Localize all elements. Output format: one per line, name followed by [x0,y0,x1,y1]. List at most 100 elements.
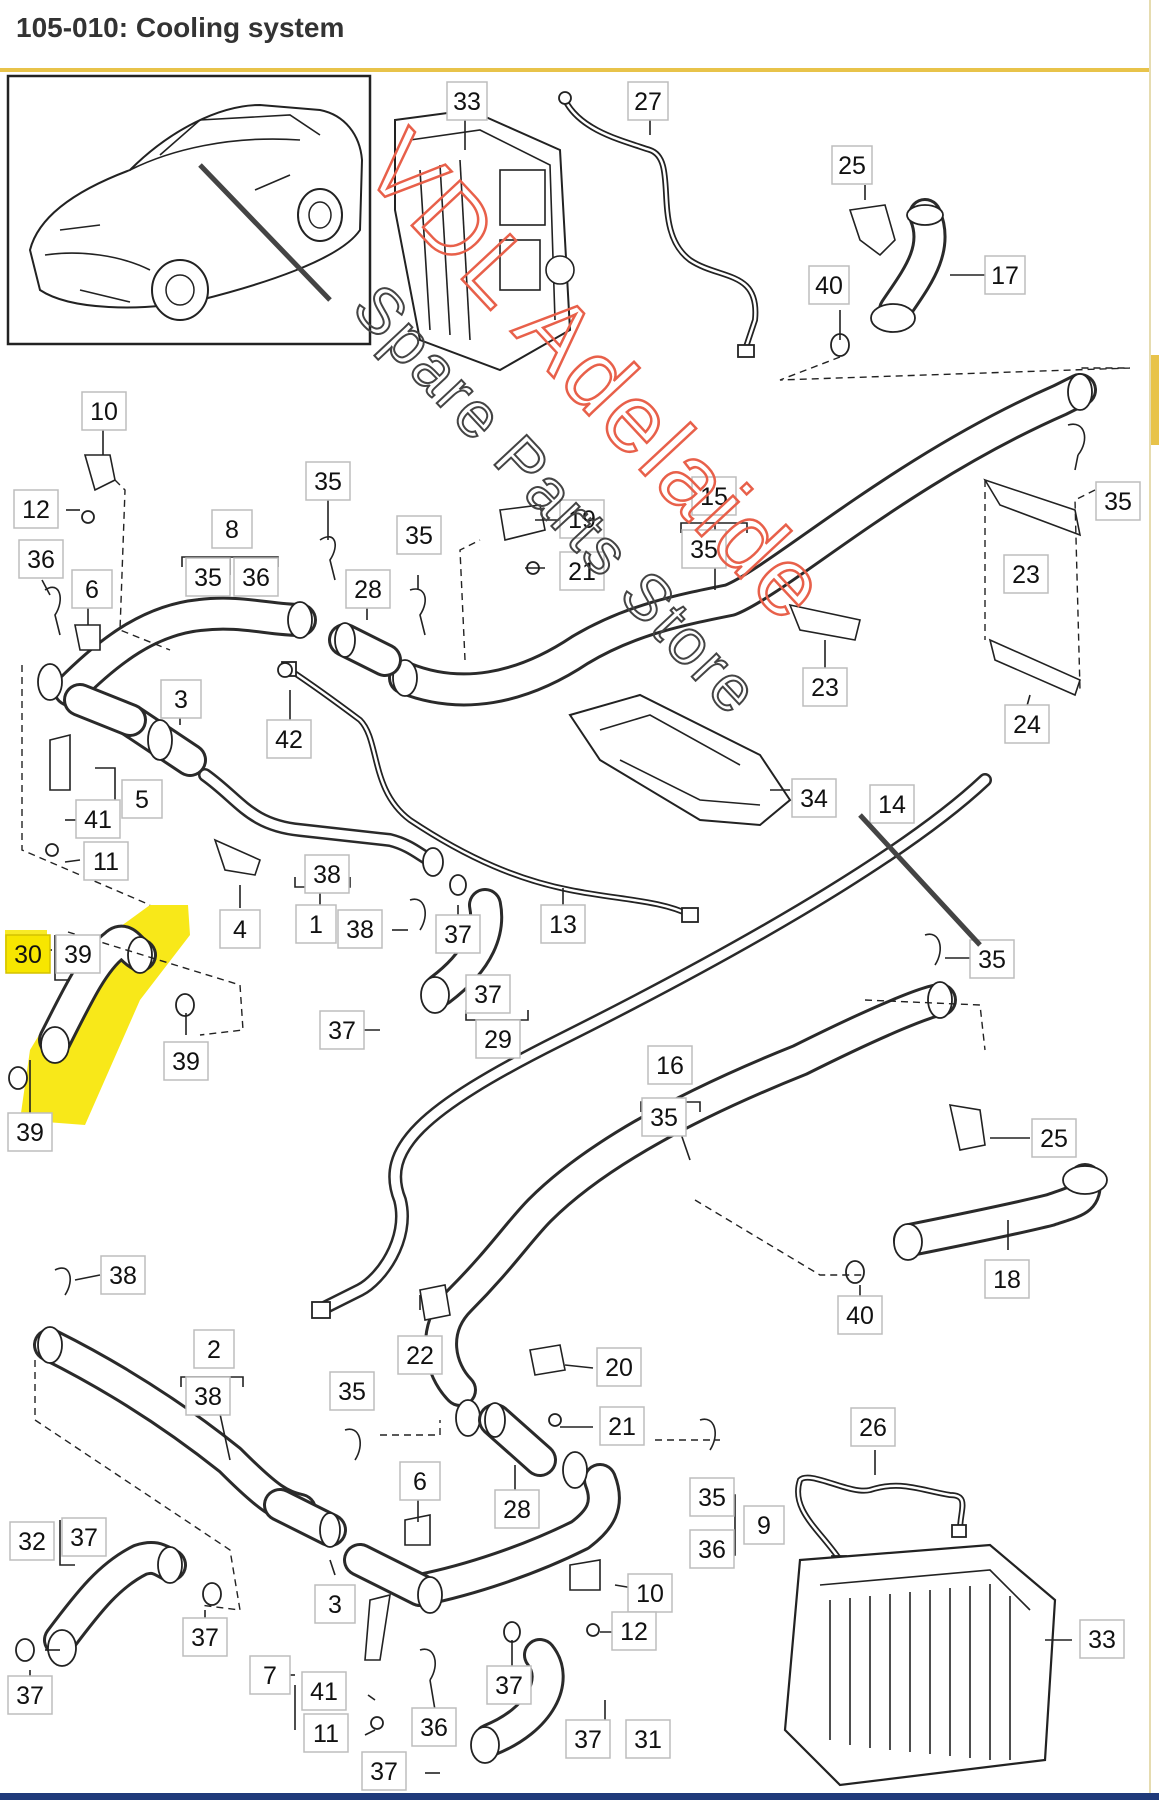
bottom-bar [0,1793,1159,1800]
callout-2-label: 2 [207,1336,221,1364]
callout-35d[interactable]: 35 [681,529,727,569]
callout-28b-label: 28 [503,1496,531,1524]
right-scroll-track[interactable] [1149,0,1151,1800]
callout-42[interactable]: 42 [266,719,312,759]
callout-28b[interactable]: 28 [494,1489,540,1529]
callout-34[interactable]: 34 [791,778,837,818]
callout-38a-label: 38 [313,861,341,889]
callout-2[interactable]: 2 [193,1329,235,1369]
callout-26[interactable]: 26 [850,1407,896,1447]
callout-19[interactable]: 19 [559,499,605,539]
callout-12b-label: 12 [620,1618,648,1646]
callout-37f[interactable]: 37 [486,1665,532,1705]
callout-35h[interactable]: 35 [329,1371,375,1411]
callout-37b[interactable]: 37 [465,974,511,1014]
callout-40b[interactable]: 40 [837,1295,883,1335]
callout-36a[interactable]: 36 [233,557,279,597]
callout-1[interactable]: 1 [295,904,337,944]
callout-37d[interactable]: 37 [61,1517,107,1557]
callout-39b[interactable]: 39 [163,1041,209,1081]
callout-32[interactable]: 32 [9,1521,55,1561]
callout-25a-label: 25 [838,152,866,180]
callout-9[interactable]: 9 [743,1505,785,1545]
callout-18[interactable]: 18 [984,1259,1030,1299]
callout-38c[interactable]: 38 [100,1255,146,1295]
callout-27[interactable]: 27 [627,81,669,121]
callout-3b[interactable]: 3 [314,1584,356,1624]
callout-38b[interactable]: 38 [337,909,383,949]
callout-37g-label: 37 [16,1682,44,1710]
callout-41a[interactable]: 41 [75,799,121,839]
callout-12a[interactable]: 12 [13,489,59,529]
callout-14-label: 14 [878,791,906,819]
callout-8[interactable]: 8 [211,509,253,549]
callout-37i[interactable]: 37 [361,1751,407,1791]
hose-31 [470,1621,565,1764]
callout-10a[interactable]: 10 [81,391,127,431]
callout-23a-label: 23 [1012,561,1040,589]
callout-23b-label: 23 [811,674,839,702]
callout-33a[interactable]: 33 [446,81,488,121]
callout-24[interactable]: 24 [1004,704,1050,744]
callout-25b[interactable]: 25 [1031,1118,1077,1158]
callout-33b[interactable]: 33 [1079,1619,1125,1659]
callout-36c[interactable]: 36 [689,1529,735,1569]
callout-35a[interactable]: 35 [305,461,351,501]
callout-40a[interactable]: 40 [808,265,850,305]
callout-11a[interactable]: 11 [83,841,129,881]
callout-35b[interactable]: 35 [185,557,231,597]
scroll-thumb[interactable] [1151,355,1159,445]
callout-35i[interactable]: 35 [689,1477,735,1517]
callout-13[interactable]: 13 [540,904,586,944]
callout-3a[interactable]: 3 [160,679,202,719]
callout-22[interactable]: 22 [397,1335,443,1375]
callout-21a[interactable]: 21 [559,551,605,591]
callout-35f[interactable]: 35 [969,939,1015,979]
callout-36d[interactable]: 36 [411,1707,457,1747]
callout-28a[interactable]: 28 [345,569,391,609]
callout-4[interactable]: 4 [219,909,261,949]
callout-14[interactable]: 14 [869,784,915,824]
header-divider [0,68,1149,72]
callout-38d[interactable]: 38 [185,1376,231,1416]
callout-7[interactable]: 7 [249,1655,291,1695]
callout-37e[interactable]: 37 [182,1617,228,1657]
callout-31[interactable]: 31 [625,1719,671,1759]
callout-39c[interactable]: 39 [7,1112,53,1152]
callout-41b[interactable]: 41 [301,1671,347,1711]
callout-35g[interactable]: 35 [641,1097,687,1137]
callout-38a[interactable]: 38 [304,854,350,894]
callout-37c[interactable]: 37 [319,1010,365,1050]
callout-16[interactable]: 16 [647,1045,693,1085]
callout-36b[interactable]: 36 [18,539,64,579]
callout-11b[interactable]: 11 [303,1713,349,1753]
callout-9-label: 9 [757,1512,771,1540]
callout-29[interactable]: 29 [475,1019,521,1059]
callout-37g[interactable]: 37 [7,1675,53,1715]
callout-1-label: 1 [309,911,323,939]
callout-21a-label: 21 [568,558,596,586]
callout-20[interactable]: 20 [596,1347,642,1387]
callout-21b[interactable]: 21 [599,1406,645,1446]
callout-6a[interactable]: 6 [71,569,113,609]
callout-12b[interactable]: 12 [611,1611,657,1651]
callout-5[interactable]: 5 [121,779,163,819]
callout-39a[interactable]: 39 [55,934,101,974]
callout-35c[interactable]: 35 [396,515,442,555]
callout-15[interactable]: 15 [691,476,737,516]
callout-37h[interactable]: 37 [565,1719,611,1759]
callout-37a[interactable]: 37 [435,914,481,954]
callout-25a[interactable]: 25 [831,145,873,185]
hose-8 [37,596,317,707]
callout-6b[interactable]: 6 [399,1461,441,1501]
callout-35e[interactable]: 35 [1095,481,1141,521]
callout-23a[interactable]: 23 [1003,554,1049,594]
callout-17-label: 17 [991,262,1019,290]
callout-17[interactable]: 17 [984,255,1026,295]
callout-10b[interactable]: 10 [627,1573,673,1613]
callout-30[interactable]: 30 [5,934,51,974]
brackets [45,454,1082,1730]
callout-5-label: 5 [135,786,149,814]
callout-37e-label: 37 [191,1624,219,1652]
callout-23b[interactable]: 23 [802,667,848,707]
